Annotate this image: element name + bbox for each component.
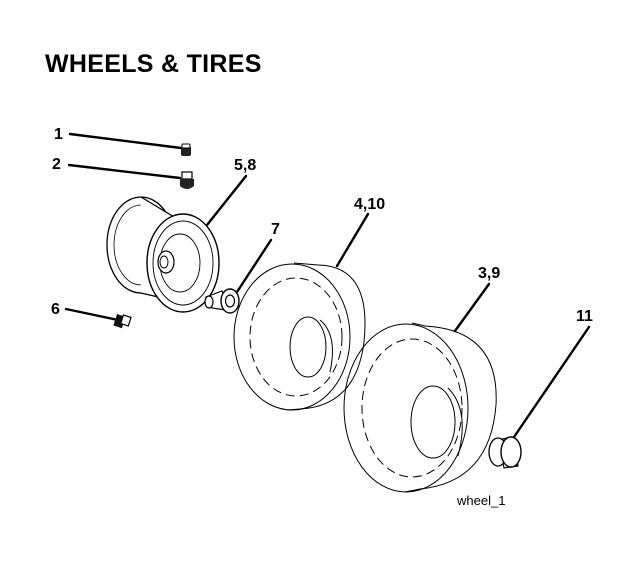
front-tire-part xyxy=(233,262,366,411)
leader-line-3-9 xyxy=(453,282,491,333)
valve-stem-part xyxy=(180,171,194,189)
callout-label-6: 6 xyxy=(51,301,60,318)
leader-line-2 xyxy=(67,163,182,180)
leader-line-7 xyxy=(235,238,273,294)
grease-fitting-part xyxy=(113,314,132,329)
rim-assembly-part xyxy=(106,196,220,313)
valve-cap-part xyxy=(181,143,191,156)
callout-label-4-10: 4,10 xyxy=(354,196,385,213)
hub-cap-part xyxy=(488,436,522,469)
leader-line-6 xyxy=(64,307,120,322)
bushing-part xyxy=(204,288,240,314)
page-title: WHEELS & TIRES xyxy=(45,50,262,78)
callout-label-11: 11 xyxy=(576,308,593,325)
rear-tire-part xyxy=(343,322,497,493)
figure-caption: wheel_1 xyxy=(456,493,505,508)
callout-label-1: 1 xyxy=(54,126,63,143)
leader-line-5-8 xyxy=(205,174,248,227)
leader-line-11 xyxy=(512,325,591,439)
callout-label-3-9: 3,9 xyxy=(478,265,500,282)
callout-label-5-8: 5,8 xyxy=(234,157,256,174)
leader-line-1 xyxy=(68,132,183,150)
callout-label-7: 7 xyxy=(271,221,280,238)
callout-label-2: 2 xyxy=(52,156,61,173)
leader-line-4-10 xyxy=(335,212,370,268)
